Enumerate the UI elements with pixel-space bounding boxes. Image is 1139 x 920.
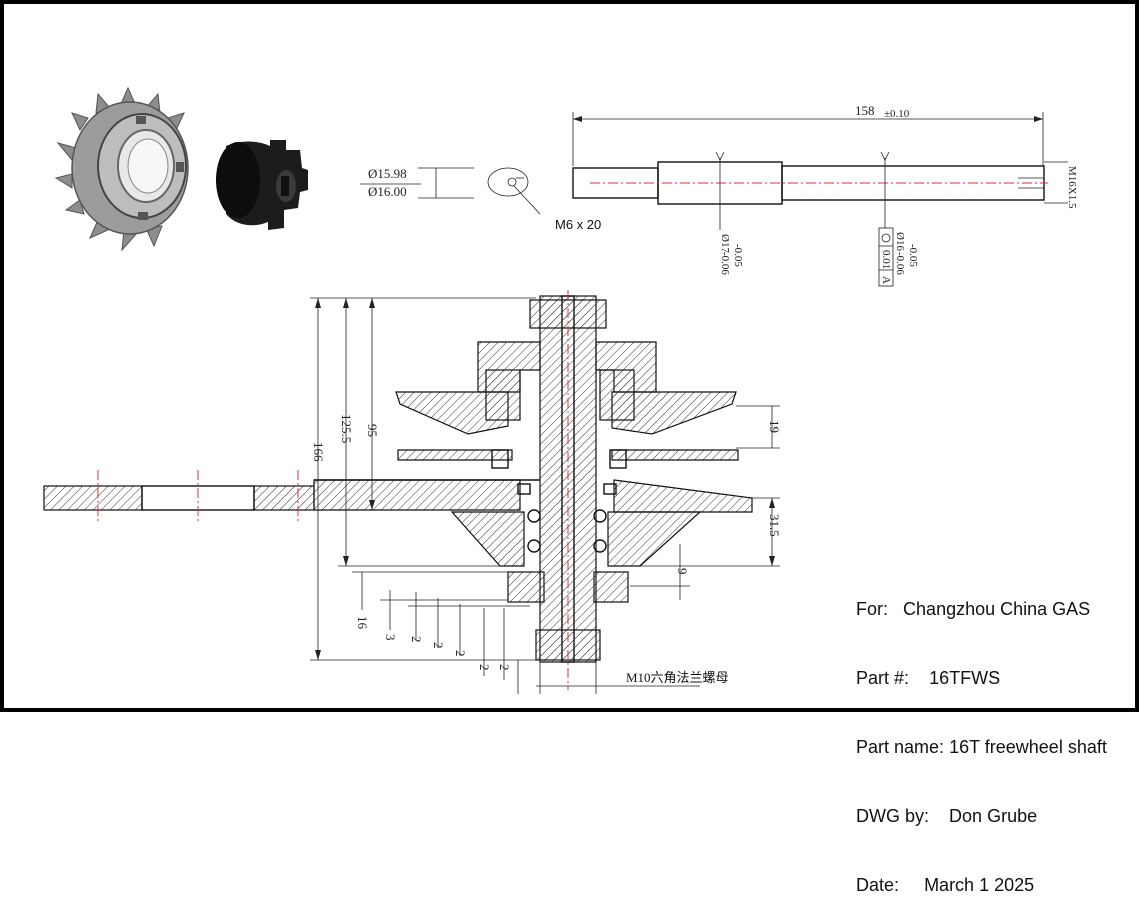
dim-2-b: 2 [431, 642, 446, 649]
dim-2-e: 2 [497, 664, 512, 671]
title-block: For: Changzhou China GAS Part #: 16TFWS … [836, 575, 1136, 920]
dim-125-5: 125.5 [339, 414, 354, 443]
dia2: Ø16 [894, 232, 906, 251]
sprocket-image [54, 86, 189, 252]
dia2-tol-lower: -0.06 [894, 252, 906, 275]
title-row-part-name: Part name: 16T freewheel shaft [836, 713, 1136, 782]
part-name-value: 16T freewheel shaft [949, 737, 1107, 757]
shaft-length-tol: ±0.10 [884, 108, 910, 120]
dim-2-a: 2 [409, 636, 424, 643]
datum-letter: A [880, 276, 892, 284]
engineering-drawing: Ø15.98 Ø16.00 158 ±0.10 M16X1.5 Ø17 -0.0… [43, 86, 1078, 694]
datum-frame [878, 227, 894, 287]
shaft-length: 158 [855, 103, 875, 118]
shaft-thread: M16X1.5 [1066, 166, 1078, 209]
dim-2-c: 2 [453, 650, 468, 657]
part-name-label: Part name: [856, 737, 945, 757]
dim-16: 16 [355, 616, 370, 630]
key-dimension-view: Ø15.98 Ø16.00 [360, 166, 541, 215]
dia1: Ø17 [719, 234, 731, 253]
date-label: Date: [856, 875, 900, 895]
key-image [216, 140, 308, 230]
dwg-by-label: DWG by: [856, 806, 930, 826]
dim-19: 19 [767, 420, 782, 433]
title-row-dwg-by: DWG by: Don Grube [836, 782, 1136, 851]
nut-label: M10六角法兰螺母 [626, 670, 729, 685]
dia2-tol-upper: -0.05 [907, 244, 919, 267]
dia1-tol-upper: -0.05 [732, 244, 744, 267]
dim-95: 95 [365, 424, 380, 437]
dwg-by-value: Don Grube [949, 806, 1038, 826]
dia1-tol-lower: -0.06 [719, 252, 731, 275]
for-value: Changzhou China GAS [903, 599, 1091, 619]
shaft-view: 158 ±0.10 M16X1.5 Ø17 -0.05 -0.06 0.01 A… [572, 103, 1078, 287]
screw-label: M6 x 20 [555, 217, 602, 232]
part-no-label: Part #: [856, 668, 910, 688]
title-row-date: Date: March 1 2025 [836, 851, 1136, 920]
key-dia-upper: Ø15.98 [368, 166, 407, 181]
key-dia-lower: Ø16.00 [368, 184, 407, 199]
dim-9: 9 [675, 568, 690, 575]
washer-outline [487, 167, 529, 197]
dim-166: 166 [311, 442, 326, 462]
date-value: March 1 2025 [924, 875, 1035, 895]
title-row-part-no: Part #: 16TFWS [836, 644, 1136, 713]
for-label: For: [856, 599, 889, 619]
section-view: 166 125.5 95 19 31.5 9 16 3 2 [43, 290, 782, 694]
title-row-for: For: Changzhou China GAS [836, 575, 1136, 644]
dim-2-d: 2 [477, 664, 492, 671]
datum-tolerance: 0.01 [880, 250, 892, 269]
dim-3: 3 [383, 634, 398, 641]
dim-31-5: 31.5 [767, 514, 782, 537]
part-no-value: 16TFWS [929, 668, 1001, 688]
